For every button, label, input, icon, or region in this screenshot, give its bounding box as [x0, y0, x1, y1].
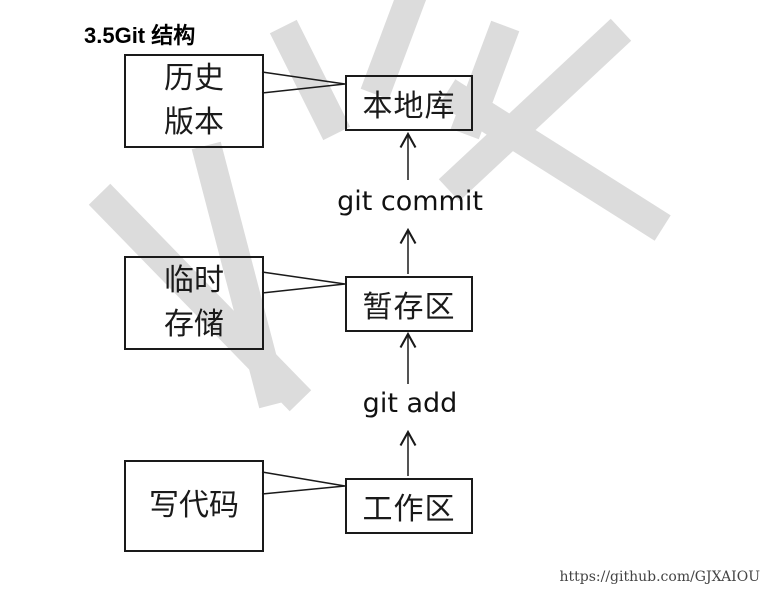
note-temp-storage: 临时 存储	[124, 256, 264, 350]
note-history-line2: 版本	[164, 105, 224, 140]
workspace-label: 工作区	[362, 492, 456, 527]
git-commit-label: git commit	[337, 186, 483, 217]
note-history-version: 历史 版本	[124, 54, 264, 148]
note-write-code: 写代码	[124, 460, 264, 552]
staging-area-box: 暂存区	[345, 276, 473, 332]
note-temp-line1: 临时	[164, 263, 224, 298]
page-title: 3.5Git 结构	[84, 23, 196, 48]
note-temp-line2: 存储	[164, 307, 224, 342]
callout-tail-history	[261, 71, 346, 94]
callout-tail-code	[261, 471, 346, 495]
local-repository-label: 本地库	[362, 89, 456, 124]
local-repository-box: 本地库	[345, 75, 473, 131]
callout-tail-temp	[261, 271, 346, 294]
workspace-box: 工作区	[345, 478, 473, 534]
git-add-label: git add	[362, 388, 458, 419]
staging-area-label: 暂存区	[362, 290, 456, 325]
note-history-line1: 历史	[164, 61, 224, 96]
note-code-label: 写代码	[149, 488, 239, 523]
source-url: https://github.com/GJXAIOU	[559, 569, 760, 585]
